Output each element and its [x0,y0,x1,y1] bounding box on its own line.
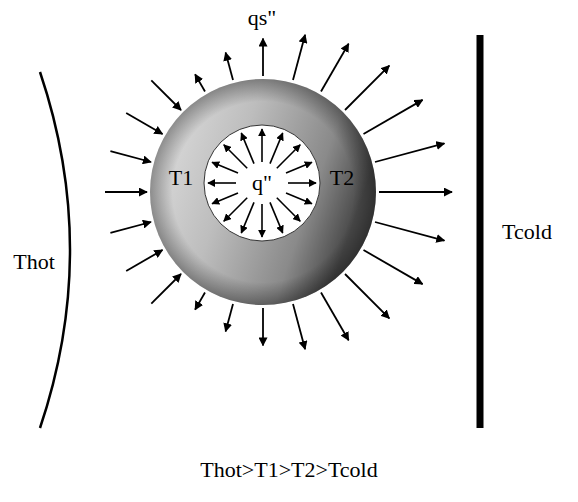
inner-temperature-label: T1 [169,167,193,189]
surface-flux-label: qs" [248,7,277,29]
flux-arrow [212,193,238,204]
flux-arrow [286,193,312,204]
flux-arrow [321,293,349,341]
flux-arrow [270,133,283,164]
flux-arrow [126,113,162,134]
flux-arrow [375,222,444,241]
flux-arrow [288,182,316,184]
hot-surface [40,72,70,428]
flux-arrow [224,198,247,221]
inner-cavity [204,125,320,241]
flux-arrow [151,80,181,110]
flux-arrow [226,304,233,331]
sphere-shell-rim [150,79,376,305]
flux-arrow [379,191,452,193]
outer-temperature-label: T2 [330,167,354,189]
hot-temperature-label: Thot [13,251,55,273]
flux-arrow [261,204,263,237]
flux-arrow [375,143,444,162]
sphere-shell [150,79,376,305]
flux-arrow [364,250,423,284]
flux-arrow [208,182,236,184]
flux-arrow [345,274,389,318]
flux-arrow [270,202,283,233]
flux-arrow [241,202,254,233]
flux-arrow [110,151,151,162]
flux-arrow [126,250,162,271]
flux-arrow [345,66,389,110]
flux-arrow [195,74,205,91]
flux-arrow [277,198,300,221]
flux-arrow [261,129,263,162]
flux-arrow [105,191,147,193]
flux-arrow [293,304,305,349]
flux-arrow [110,222,151,233]
flux-arrow [212,162,238,173]
flux-arrow [241,133,254,164]
generation-label: q" [250,171,274,195]
cold-temperature-label: Tcold [502,221,552,243]
flux-arrow [195,293,205,310]
flux-arrow [262,39,264,77]
flux-arrow [277,145,300,168]
flux-arrow [226,53,233,80]
flux-arrow [151,274,181,304]
flux-arrow [293,35,305,80]
flux-arrow [262,308,264,346]
flux-arrow [224,145,247,168]
temperature-order-caption: Thot>T1>T2>Tcold [200,459,377,481]
flux-arrow [286,162,312,173]
cold-wall [477,35,484,428]
flux-arrow [364,100,423,134]
flux-arrow [321,44,349,92]
heat-flux-arrows [105,35,452,349]
